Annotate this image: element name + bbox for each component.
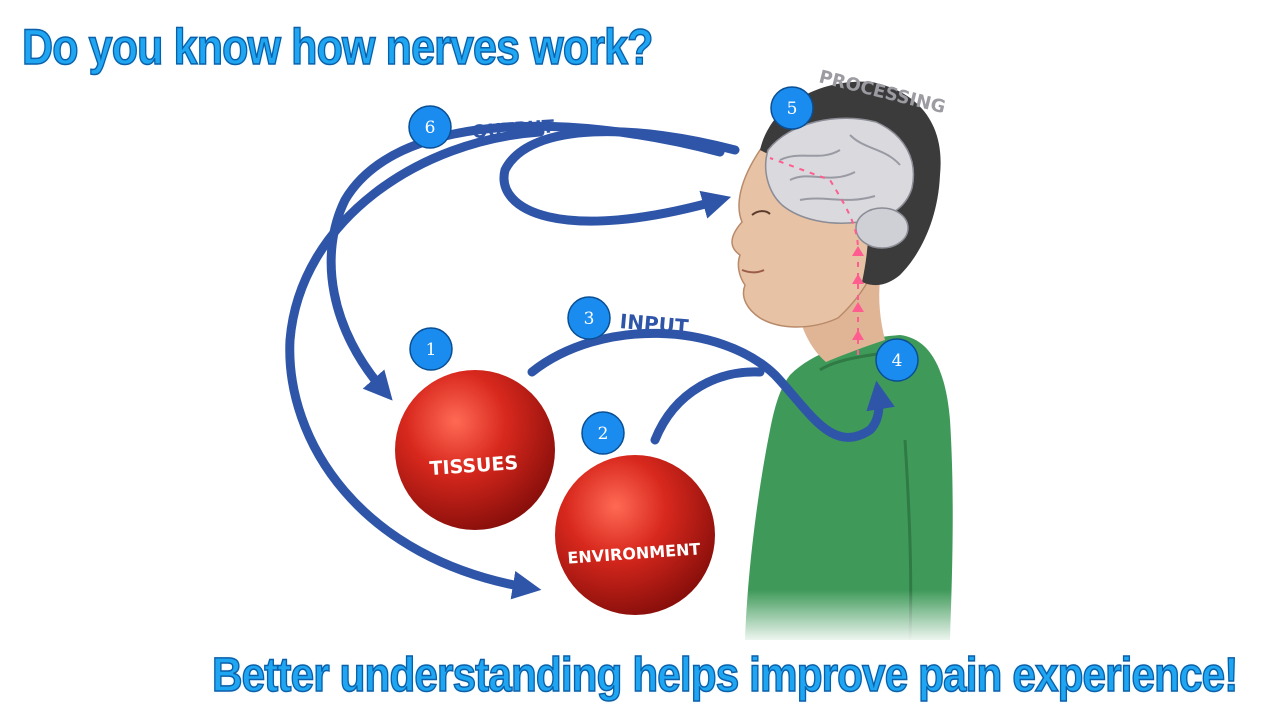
flow-arrows [285, 121, 895, 600]
step-badge-3: 3 [567, 296, 611, 340]
tissues-sphere: TISSUES [395, 370, 555, 530]
svg-text:3: 3 [584, 309, 595, 329]
svg-text:6: 6 [425, 118, 436, 138]
step-badge-2: 2 [581, 411, 625, 455]
brain [764, 117, 915, 224]
step-badges: 1 2 3 4 5 6 [408, 86, 919, 455]
step-badge-4: 4 [875, 338, 919, 382]
shirt [745, 335, 953, 640]
nerve-pathway [769, 157, 859, 355]
cerebellum [855, 207, 909, 249]
input-arrow-from-tissues [527, 328, 895, 442]
step-badge-5: 5 [770, 86, 814, 130]
output-arrow-to-environment [285, 127, 545, 600]
environment-sphere: ENVIRONMENT [555, 455, 715, 615]
svg-text:2: 2 [598, 424, 609, 444]
output-arrow-to-tissues [326, 121, 725, 401]
svg-text:1: 1 [426, 340, 437, 360]
person-figure [730, 81, 970, 645]
input-label: INPUT [619, 309, 690, 339]
svg-text:5: 5 [787, 99, 798, 119]
input-arrow-from-environment [650, 367, 765, 445]
page-title: Do you know how nerves work? [21, 18, 654, 76]
footer-tagline: Better understanding helps improve pain … [211, 648, 1239, 703]
svg-text:4: 4 [892, 351, 903, 371]
step-badge-1: 1 [409, 327, 453, 371]
step-badge-6: 6 [408, 105, 452, 149]
